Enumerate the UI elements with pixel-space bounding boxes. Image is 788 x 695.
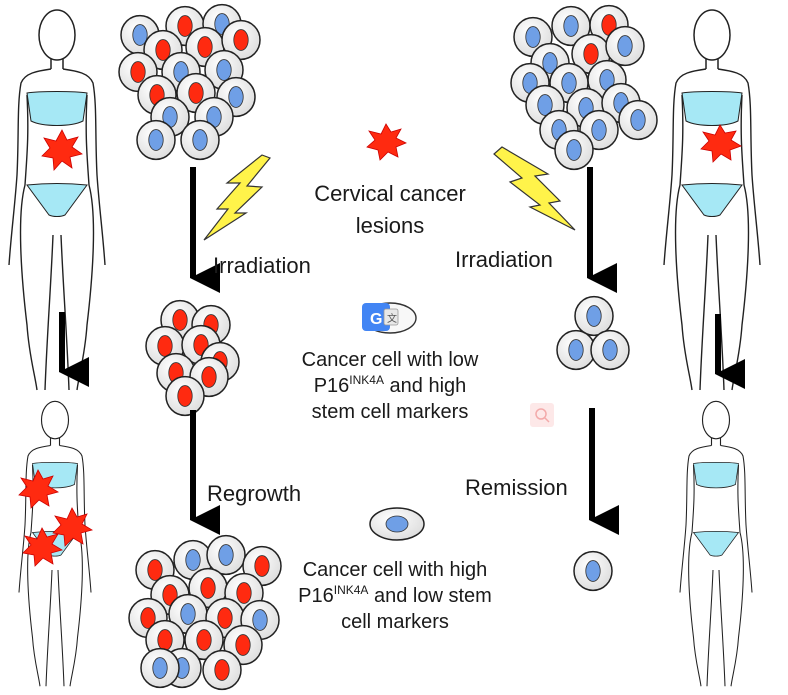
nucleus-blue: [630, 109, 646, 131]
nucleus-blue: [586, 305, 602, 327]
label-regrowth: Regrowth: [207, 481, 302, 506]
label-high-p16-line3: cell markers: [341, 611, 449, 633]
nucleus-blue: [591, 119, 607, 141]
nucleus-blue: [192, 129, 208, 151]
nucleus-red: [217, 607, 233, 629]
nucleus-blue: [617, 35, 633, 57]
nucleus-blue: [537, 94, 553, 116]
label-high-p16-block: Cancer cell with high P16INK4A and low s…: [270, 557, 520, 635]
label-cervical-line2: lesions: [355, 213, 425, 238]
lightning-bolt-icon-right: [493, 146, 576, 231]
tumor-cell-cluster-after-irradiation-left: [145, 299, 240, 417]
label-irradiation-left: Irradiation: [213, 253, 311, 278]
label-cervical-cancer: Cervical cancer: [300, 181, 480, 207]
nucleus-blue: [585, 560, 601, 582]
nucleus-blue: [542, 52, 558, 74]
label-low-p16-line2: P16INK4A and high: [313, 373, 467, 397]
label-high-p16-line2: P16INK4A and low stem: [298, 583, 492, 607]
nucleus-blue: [385, 515, 409, 533]
nucleus-blue: [561, 72, 577, 94]
nucleus-red: [196, 629, 212, 651]
nucleus-red: [172, 309, 188, 331]
nucleus-blue: [132, 24, 148, 46]
nucleus-blue: [152, 657, 168, 679]
tumor-cell-cluster-top-left: [118, 3, 261, 161]
svg-text:文: 文: [387, 312, 397, 325]
label-high-p16-line1: Cancer cell with high: [302, 559, 488, 581]
nucleus-red: [236, 582, 252, 604]
nucleus-blue: [525, 26, 541, 48]
nucleus-red: [130, 61, 146, 83]
nucleus-red: [188, 82, 204, 104]
tumor-cell-cluster-regrowth: [128, 534, 282, 691]
nucleus-red: [214, 659, 230, 681]
nucleus-red: [140, 607, 156, 629]
label-lesions: lesions: [300, 213, 480, 239]
label-irradiation-right: Irradiation: [455, 247, 553, 272]
label-low-p16-line1: Cancer cell with low: [301, 349, 479, 371]
nucleus-blue: [218, 544, 234, 566]
nucleus-blue: [228, 86, 244, 108]
nucleus-red: [583, 43, 599, 65]
nucleus-blue: [216, 59, 232, 81]
lesion-icon-top-left-woman: [41, 129, 83, 171]
nucleus-blue: [602, 339, 618, 361]
nucleus-red: [201, 366, 217, 388]
label-cervical-line1: Cervical cancer: [314, 181, 466, 206]
woman-figure-bottom-right: [679, 400, 753, 687]
nucleus-red: [177, 385, 193, 407]
nucleus-blue: [252, 609, 268, 631]
lesion-icon-bottom-left-woman-3: [22, 527, 64, 567]
svg-text:G: G: [370, 311, 382, 328]
nucleus-red: [254, 555, 270, 577]
nucleus-red: [200, 577, 216, 599]
single-cell-remission: [573, 550, 613, 592]
nucleus-blue: [568, 339, 584, 361]
label-remission: Remission: [465, 475, 568, 500]
label-low-p16-block: Cancer cell with low P16INK4A and high s…: [270, 347, 510, 425]
nucleus-red: [197, 36, 213, 58]
nucleus-red: [233, 29, 249, 51]
nucleus-blue: [185, 549, 201, 571]
nucleus-blue: [180, 603, 196, 625]
tumor-cell-cluster-after-irradiation-right: [556, 295, 630, 371]
nucleus-red: [235, 634, 251, 656]
lightning-bolt-icon-left: [203, 154, 271, 241]
nucleus-blue: [566, 139, 582, 161]
search-icon[interactable]: [530, 403, 554, 427]
woman-figure-top-left: [8, 9, 106, 391]
lesion-icon-top-right-woman: [700, 124, 742, 163]
nucleus-blue: [148, 129, 164, 151]
nucleus-red: [157, 335, 173, 357]
legend-cell-high-p16: [369, 507, 425, 541]
cervical-lesion-legend-icon: [366, 123, 407, 161]
nucleus-red: [155, 39, 171, 61]
lesion-icon-bottom-left-woman-1: [18, 469, 60, 509]
translate-badge-icon[interactable]: G 文: [358, 297, 418, 337]
tumor-cell-cluster-top-right: [510, 4, 658, 171]
lesion-icon-bottom-left-woman-2: [52, 507, 94, 547]
nucleus-red: [147, 559, 163, 581]
nucleus-blue: [563, 15, 579, 37]
label-low-p16-line3: stem cell markers: [311, 401, 469, 423]
woman-figure-top-right: [663, 9, 761, 391]
nucleus-red: [157, 629, 173, 651]
nucleus-red: [177, 15, 193, 37]
